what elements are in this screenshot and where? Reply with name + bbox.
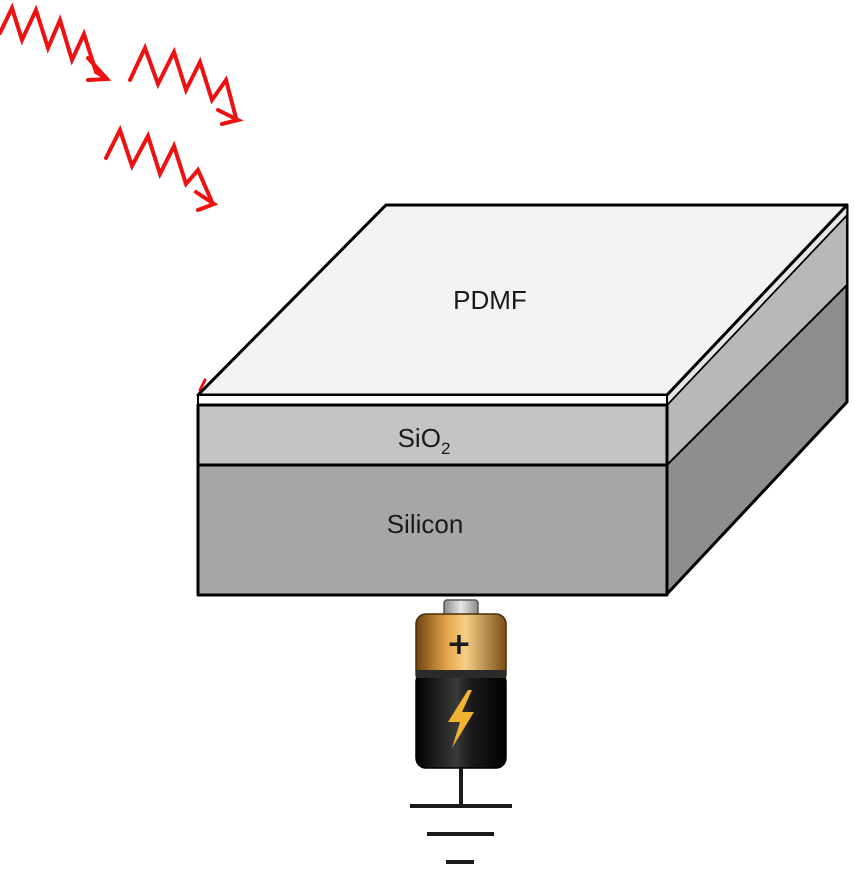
layer-stack [196,203,849,597]
light-ray-3 [104,124,219,212]
ground-symbol [410,768,512,864]
light-ray-2 [128,42,244,126]
sio2-label-subscript: 2 [441,439,450,458]
silicon-layer-front [196,463,669,597]
light-ray-tip [198,378,207,392]
sio2-label: SiO2 [398,423,451,458]
light-rays [0,2,244,392]
battery-plus-icon: + [446,627,471,662]
silicon-label: Silicon [387,509,464,539]
pdmf-label: PDMF [453,285,527,315]
light-ray-1 [0,2,112,82]
battery-band [416,670,506,678]
sio2-label-base: SiO [398,423,441,453]
lightning-bolt-icon [448,690,474,748]
battery: + [415,599,507,769]
sio2-layer-front [196,403,669,467]
